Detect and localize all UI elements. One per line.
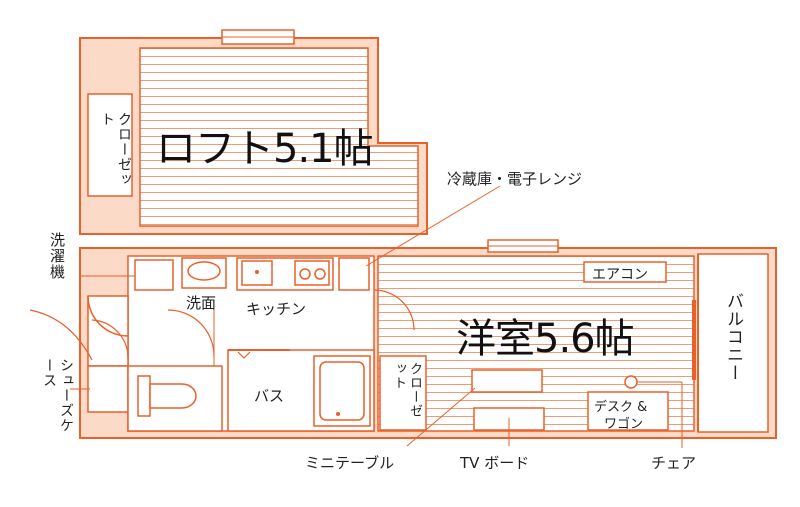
room-closet-label: クローゼット	[391, 362, 422, 418]
loft-floor	[139, 47, 419, 227]
aircon-label: エアコン	[592, 267, 648, 283]
bath-label: バス	[254, 387, 285, 405]
washer-label: 洗濯機	[48, 232, 66, 280]
shoe-case	[87, 365, 129, 413]
washer	[134, 259, 174, 291]
loft-closet	[87, 93, 133, 197]
mini-table-label: ミニテーブル	[305, 454, 395, 472]
fridge-microwave-label: 冷蔵庫・電子レンジ	[447, 170, 583, 188]
balcony-label: バルコニー	[723, 292, 743, 382]
desk-wagon	[587, 391, 669, 431]
washbasin-label: 洗面	[186, 294, 217, 312]
tv-board-label: TV ボード	[460, 454, 530, 472]
western-room-label: 洋室5.6帖	[456, 316, 635, 362]
aircon	[583, 261, 667, 283]
shoe-case-label: シューズケース	[41, 358, 74, 433]
kitchen-label: キッチン	[246, 300, 307, 318]
toilet	[149, 383, 197, 409]
fridge	[338, 257, 370, 291]
loft-room-label: ロフト5.1帖	[156, 126, 374, 172]
balcony	[697, 253, 769, 433]
mini-table	[471, 369, 543, 393]
desk-wagon-label-2: ワゴン	[604, 417, 644, 432]
chair-label: チェア	[651, 454, 697, 472]
room-closet	[379, 355, 427, 431]
chair	[624, 375, 638, 389]
desk-wagon-label-1: デスク &	[594, 400, 648, 415]
loft-closet-label: クローゼット	[99, 112, 132, 187]
